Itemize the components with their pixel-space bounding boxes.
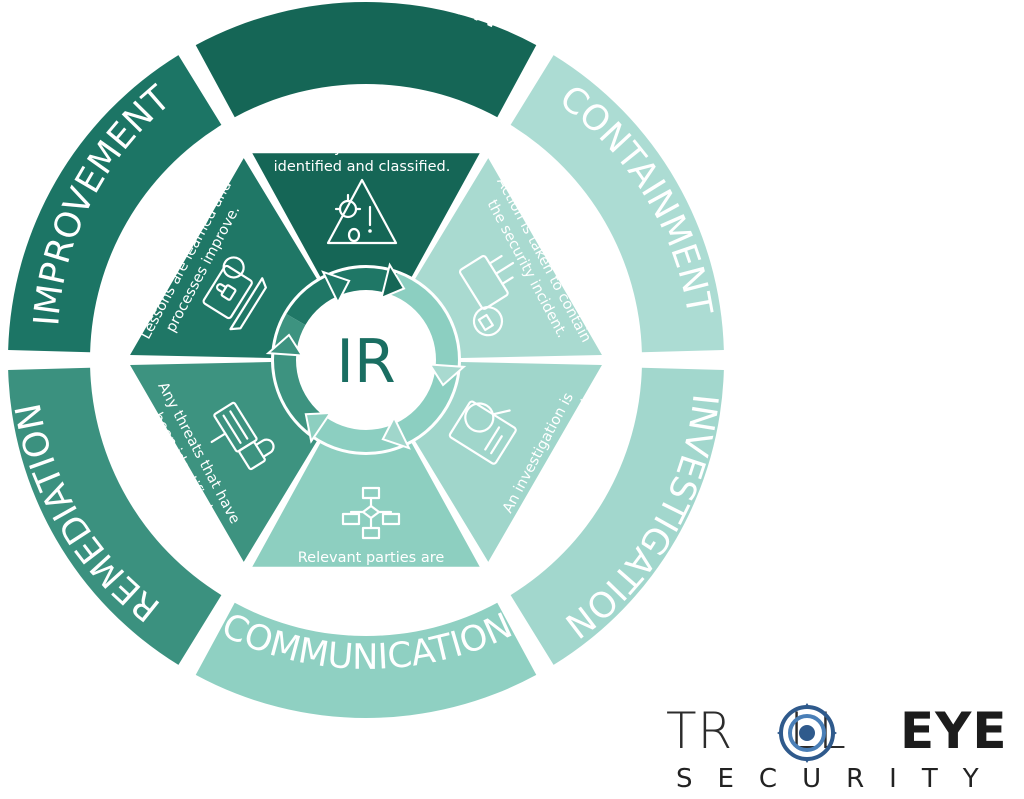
flowchart-icon xyxy=(341,486,401,540)
outer-segment-communication xyxy=(195,602,537,718)
cycle-arrowhead xyxy=(381,415,411,450)
inner-segment-communication xyxy=(252,443,480,567)
inner-ring xyxy=(130,153,602,567)
laptop-lock-icon xyxy=(202,256,267,331)
magnify-document-icon xyxy=(448,400,517,465)
cycle-arrowhead xyxy=(427,363,467,387)
outer-segment-remediation xyxy=(8,367,222,665)
logo-tagline: SECURITY xyxy=(676,764,1004,794)
hub-label: IR xyxy=(336,327,395,397)
outer-segment-investigation xyxy=(510,367,724,665)
eye-target-icon xyxy=(777,703,837,763)
server-lock-icon xyxy=(210,401,275,471)
logo-brand-emphasis: EYE xyxy=(900,702,1008,760)
cycle-arrowhead xyxy=(265,333,305,357)
cycle-arrowhead xyxy=(380,262,406,300)
outer-segment-containment xyxy=(510,55,724,353)
cycle-arrowhead xyxy=(304,411,333,444)
inner-segment-improvement xyxy=(130,158,317,359)
inner-segment-identification xyxy=(252,153,480,277)
inner-segment-containment xyxy=(415,158,602,359)
outer-segment-improvement xyxy=(8,55,222,353)
hub xyxy=(265,262,467,452)
cycle-arrowhead xyxy=(321,270,351,305)
hub-arrow-ring-segment xyxy=(286,268,398,325)
inner-segment-investigation xyxy=(415,361,602,562)
hazard-bug-icon xyxy=(326,178,398,245)
outer-segment-identification xyxy=(195,2,537,118)
outer-ring xyxy=(8,2,724,718)
inner-segment-remediation xyxy=(130,361,317,562)
hub-center xyxy=(300,294,432,426)
circuit-lock-icon xyxy=(458,254,515,337)
hub-arrow-ring-segment xyxy=(389,273,459,376)
